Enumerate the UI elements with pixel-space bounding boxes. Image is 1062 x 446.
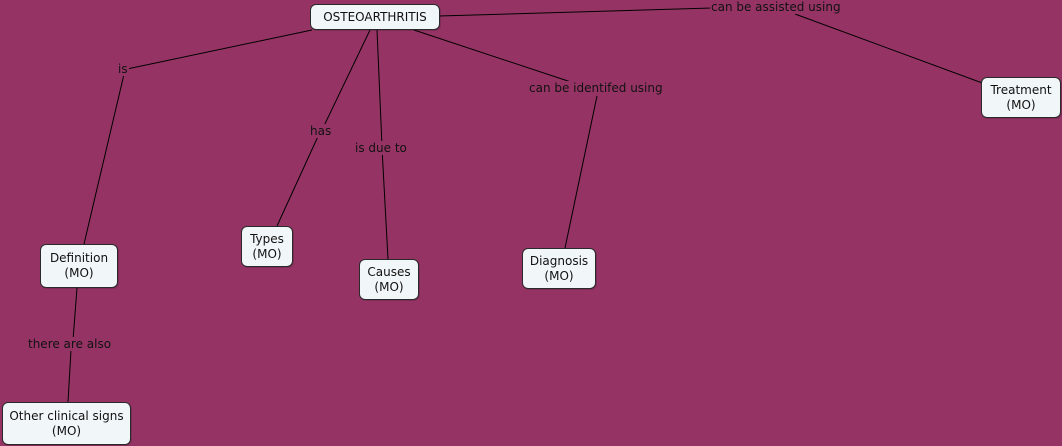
connector-root-to-identified-label <box>413 29 578 85</box>
connector-identified-label-to-diagnosis <box>564 95 598 249</box>
concept-types-title: Types <box>250 231 284 246</box>
connector-also-label-to-other <box>67 349 72 403</box>
concept-definition-subtitle: (MO) <box>64 266 94 280</box>
link-label-is: is <box>117 62 129 76</box>
connector-has-label-to-types <box>276 131 321 227</box>
concept-treatment[interactable]: Treatment (MO) <box>981 77 1061 118</box>
link-label-assisted-using: can be assisted using <box>710 0 842 14</box>
concept-osteoarthritis[interactable]: OSTEOARTHRITIS <box>310 4 440 30</box>
connector-root-to-has-label <box>321 29 371 131</box>
concept-other-clinical-signs-subtitle: (MO) <box>51 423 82 438</box>
connector-assisted-label-to-treatment <box>794 13 986 85</box>
connector-root-to-due-label <box>376 29 383 147</box>
link-label-there-are-also: there are also <box>27 337 113 351</box>
concept-causes-title: Causes <box>367 264 411 279</box>
concept-other-clinical-signs[interactable]: Other clinical signs (MO) <box>2 402 131 445</box>
concept-types-subtitle: (MO) <box>252 246 282 261</box>
connector-root-to-assisted-label <box>438 7 713 17</box>
concept-definition-title: Definition <box>49 251 109 265</box>
link-label-is-due-to: is due to <box>354 141 408 155</box>
concept-treatment-title: Treatment <box>990 82 1052 97</box>
concept-causes-subtitle: (MO) <box>374 279 404 294</box>
link-label-has: has <box>309 124 333 138</box>
link-label-identified-using: can be identifed using <box>528 81 664 95</box>
concept-other-clinical-signs-title: Other clinical signs <box>9 408 124 423</box>
concept-treatment-subtitle: (MO) <box>1006 97 1036 112</box>
connector-is-label-to-definition <box>83 69 126 245</box>
concept-diagnosis[interactable]: Diagnosis (MO) <box>522 248 596 289</box>
concept-causes[interactable]: Causes (MO) <box>359 259 419 300</box>
connector-definition-to-also-label <box>72 287 78 341</box>
concept-diagnosis-subtitle: (MO) <box>544 268 574 283</box>
concept-osteoarthritis-label: OSTEOARTHRITIS <box>323 9 427 24</box>
connector-root-to-is-label <box>126 29 313 70</box>
connector-due-label-to-causes <box>381 147 389 260</box>
concept-diagnosis-title: Diagnosis <box>529 253 589 268</box>
concept-definition[interactable]: Definition (MO) <box>40 244 118 288</box>
concept-types[interactable]: Types (MO) <box>241 226 293 267</box>
